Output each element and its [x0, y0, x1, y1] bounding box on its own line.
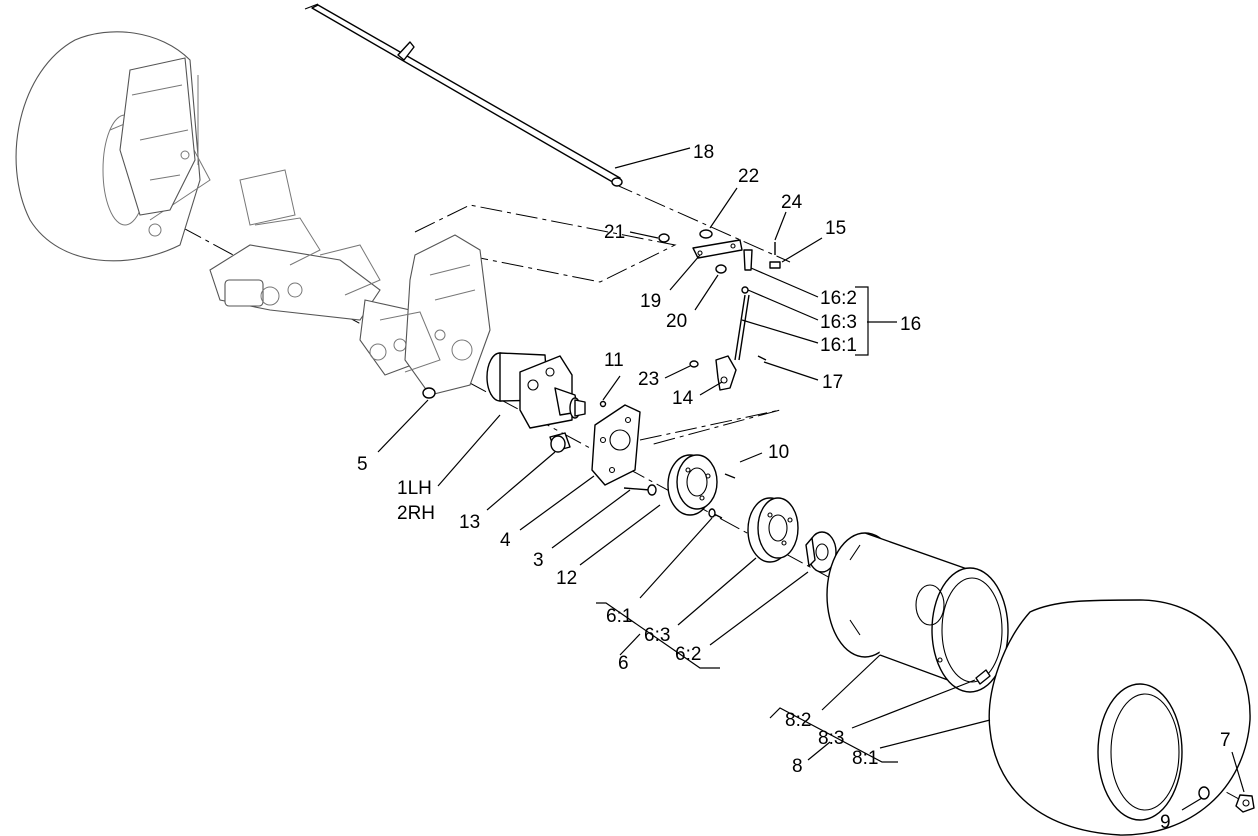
- washer-22: [699, 229, 713, 239]
- bolt-10: [724, 473, 736, 479]
- valve-stem: [975, 669, 991, 685]
- callout-23: 23: [638, 369, 659, 390]
- callout-1lh: 1LH: [397, 478, 432, 499]
- callout-6-2: 6:2: [675, 644, 701, 665]
- callout-2rh: 2RH: [397, 503, 435, 524]
- nut-16-3: [741, 286, 749, 294]
- nut-5: [422, 387, 436, 399]
- callout-11: 11: [604, 350, 624, 371]
- callout-22: 22: [738, 166, 759, 187]
- bolt-11: [599, 400, 607, 408]
- clevis-16-2: [743, 249, 753, 271]
- lever-14: [715, 355, 737, 391]
- tie-rod: [304, 3, 623, 187]
- nut-20: [715, 264, 727, 274]
- callout-3: 3: [533, 550, 544, 571]
- stud-6-1: [708, 508, 723, 519]
- hydraulic-motor: [486, 352, 586, 429]
- frame-assembly: [209, 169, 426, 376]
- callout-8: 8: [792, 756, 803, 777]
- flange-6-2: [805, 531, 837, 573]
- callout-16-2: 16:2: [820, 288, 857, 309]
- callout-16-3: 16:3: [820, 312, 857, 333]
- mounting-plate: [379, 234, 491, 396]
- pin-17: [757, 355, 767, 361]
- spacer: [549, 432, 571, 453]
- callout-7: 7: [1220, 730, 1231, 751]
- callout-5: 5: [357, 454, 368, 475]
- callout-19: 19: [640, 291, 661, 312]
- callout-13: 13: [459, 512, 480, 533]
- clip-23: [689, 360, 699, 368]
- callout-6: 6: [618, 653, 629, 674]
- callout-4: 4: [500, 530, 511, 551]
- callout-labels: 18 22 24 15 21 19 20 16:2 16:3 16:1 16 1…: [357, 142, 1231, 833]
- callout-20: 20: [666, 311, 687, 332]
- callout-16-1: 16:1: [820, 335, 857, 356]
- lug-nut-9: [1198, 786, 1210, 800]
- link-hardware: [658, 229, 781, 274]
- wheel-rim: [826, 532, 1009, 693]
- callout-15: 15: [825, 218, 846, 239]
- right-tire: [988, 599, 1251, 836]
- callout-8-1: 8:1: [852, 748, 878, 769]
- leader-lines: [377, 147, 1245, 811]
- left-tire-assembly: [15, 31, 211, 262]
- bolt-3: [623, 484, 657, 496]
- callout-12: 12: [556, 568, 577, 589]
- callout-9: 9: [1160, 812, 1171, 833]
- callout-18: 18: [693, 142, 714, 163]
- callout-8-2: 8:2: [785, 710, 811, 731]
- callout-10: 10: [768, 442, 789, 463]
- callout-6-1: 6:1: [606, 606, 632, 627]
- nut-21: [658, 233, 670, 243]
- rod-assembly: [689, 249, 767, 391]
- hub-6-3: [747, 497, 799, 563]
- hub-12: [667, 454, 718, 516]
- callout-14: 14: [672, 388, 694, 409]
- link-plate-19: [692, 239, 743, 259]
- brake-bracket: [591, 404, 641, 486]
- hub-nut-7: [1235, 794, 1255, 813]
- callout-17: 17: [822, 372, 843, 393]
- callout-21: 21: [604, 222, 625, 243]
- callout-8-3: 8:3: [818, 728, 844, 749]
- callout-6-3: 6:3: [644, 625, 670, 646]
- pin-15: [769, 261, 781, 269]
- callout-16: 16: [900, 314, 921, 335]
- callout-24: 24: [781, 192, 803, 213]
